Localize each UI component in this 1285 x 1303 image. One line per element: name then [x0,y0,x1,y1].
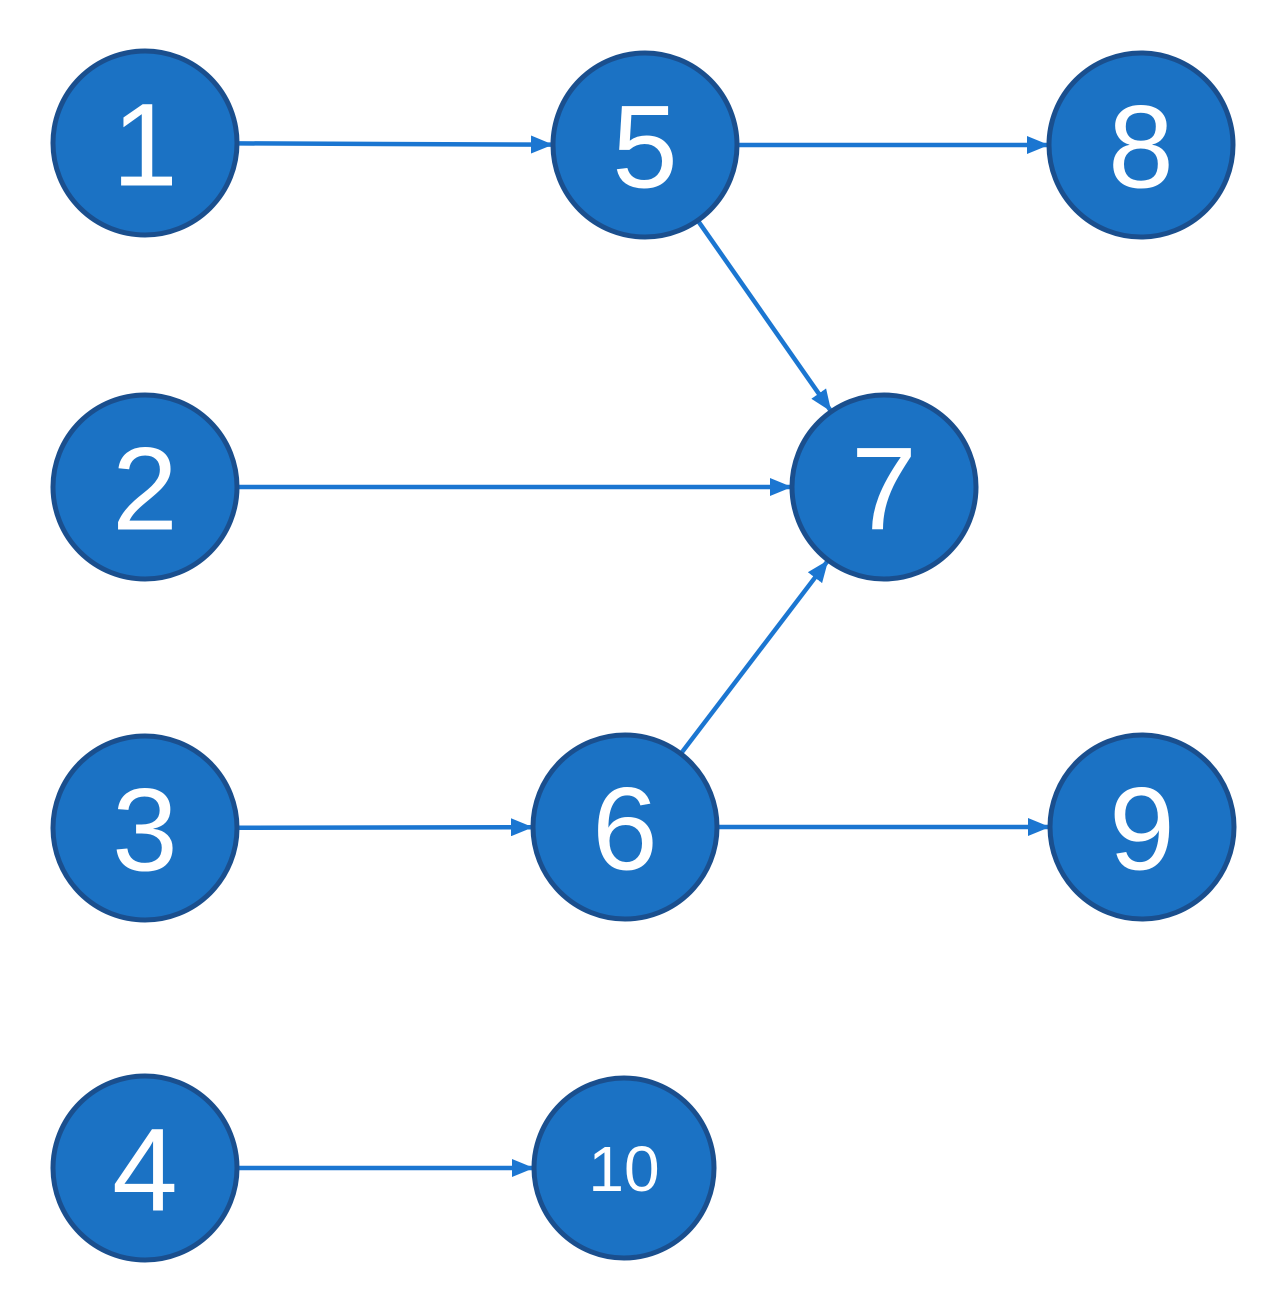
node-circle-1 [50,48,240,238]
node-circle-2 [50,392,240,582]
node-label-8: 8 [1108,81,1174,213]
node-label-10: 10 [588,1133,659,1205]
node-label-5: 5 [612,81,678,213]
node-6: 6 [530,732,720,922]
node-label-4: 4 [112,1104,178,1236]
node-3: 3 [50,733,240,923]
node-circle-3 [50,733,240,923]
node-circle-7 [789,392,979,582]
node-circle-4 [50,1073,240,1263]
node-circle-6 [530,732,720,922]
node-circle-5 [550,50,740,240]
node-label-7: 7 [851,423,917,555]
node-7: 7 [789,392,979,582]
node-2: 2 [50,392,240,582]
edge-1-5 [236,135,554,154]
edge-6-7 [678,558,831,756]
node-label-3: 3 [112,764,178,896]
edge-3-6 [236,818,534,837]
node-label-6: 6 [592,763,658,895]
node-circle-9 [1047,732,1237,922]
node-9: 9 [1047,732,1237,922]
node-4: 4 [50,1073,240,1263]
node-label-1: 1 [112,79,178,211]
node-1: 1 [50,48,240,238]
node-label-9: 9 [1109,763,1175,895]
node-10: 10 [531,1075,717,1261]
node-circle-8 [1046,50,1236,240]
node-circle-10 [531,1075,717,1261]
node-8: 8 [1046,50,1236,240]
node-5: 5 [550,50,740,240]
node-label-2: 2 [112,423,178,555]
edge-5-7 [695,219,834,413]
